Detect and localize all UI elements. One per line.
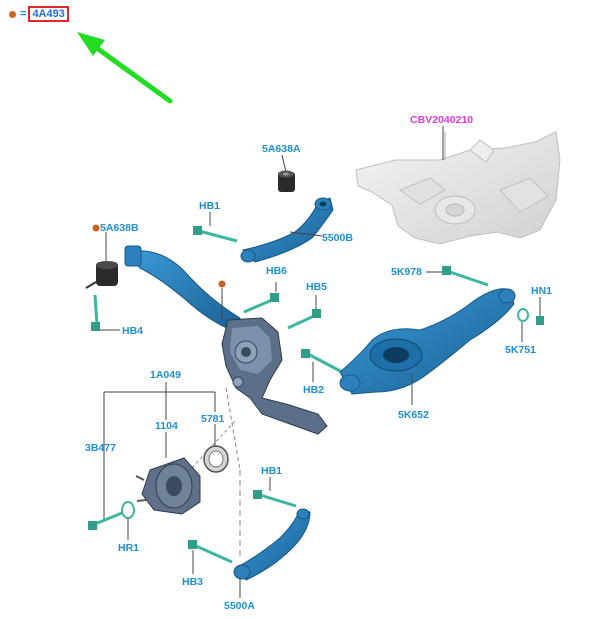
bolt-5k978[interactable] <box>442 266 489 287</box>
knuckle-4a493[interactable] <box>221 317 328 435</box>
green-arrow-icon <box>77 32 173 104</box>
bolt-hb1-bottom[interactable] <box>253 490 297 508</box>
callout-hn1[interactable]: HN1 <box>531 285 553 297</box>
callout-hb1-top[interactable]: HB1 <box>199 200 221 212</box>
subframe-part[interactable] <box>355 131 561 245</box>
trailing-arm[interactable] <box>124 245 241 333</box>
callout-3b477[interactable]: 3B477 <box>85 442 116 454</box>
callout-5k652[interactable]: 5K652 <box>398 409 429 421</box>
spring-arm-5k652[interactable] <box>339 288 516 395</box>
nut-hn1[interactable] <box>536 316 544 325</box>
callout-hb2[interactable]: HB2 <box>303 384 325 396</box>
legend-equals: = <box>20 8 27 20</box>
bolt-hb2[interactable] <box>301 349 343 374</box>
callout-cbv2040210[interactable]: CBV2040210 <box>410 114 474 126</box>
callout-5a638a[interactable]: 5A638A <box>262 143 301 155</box>
bolt-hb4[interactable] <box>91 294 100 331</box>
callout-5a638b[interactable]: 5A638B <box>100 222 139 234</box>
lower-arm-5500a[interactable] <box>233 508 311 581</box>
callout-5500b[interactable]: 5500B <box>322 232 353 244</box>
bolt-hb6[interactable] <box>243 293 279 314</box>
bushing-5a638a[interactable] <box>278 170 295 193</box>
callout-5k978[interactable]: 5K978 <box>391 266 422 278</box>
bolt-hb5[interactable] <box>287 309 321 330</box>
marker-dot-knuckle-icon <box>218 280 226 288</box>
legend-part-link[interactable]: 4A493 <box>28 6 69 22</box>
seal-hr1[interactable] <box>121 501 135 519</box>
bearing-5781[interactable] <box>203 445 229 473</box>
callout-hb5[interactable]: HB5 <box>306 281 328 293</box>
marker-dot-icon <box>9 10 16 18</box>
bolt-hb3[interactable] <box>188 540 233 564</box>
bushing-5a638b[interactable] <box>85 261 118 289</box>
callout-5k751[interactable]: 5K751 <box>505 344 536 356</box>
hub-1104[interactable] <box>135 457 201 515</box>
bolt-hb1-top[interactable] <box>193 226 238 243</box>
callout-hb6[interactable]: HB6 <box>266 265 288 277</box>
callout-5500a[interactable]: 5500A <box>224 600 255 612</box>
callout-hb3[interactable]: HB3 <box>182 576 204 588</box>
callout-hr1[interactable]: HR1 <box>118 542 140 554</box>
marker-dot-5a638b-icon <box>92 224 100 232</box>
callout-5781[interactable]: 5781 <box>201 413 225 425</box>
upper-arm-5500b[interactable] <box>240 197 334 263</box>
callout-1a049[interactable]: 1A049 <box>150 369 181 381</box>
callout-bracket-1a049 <box>103 382 216 520</box>
legend: = 4A493 <box>9 6 69 22</box>
callout-hb1-bottom[interactable]: HB1 <box>261 465 283 477</box>
washer-5k751[interactable] <box>517 308 529 322</box>
callout-1104[interactable]: 1104 <box>155 420 178 432</box>
bolt-3b477[interactable] <box>88 511 123 530</box>
callout-hb4[interactable]: HB4 <box>122 325 144 337</box>
